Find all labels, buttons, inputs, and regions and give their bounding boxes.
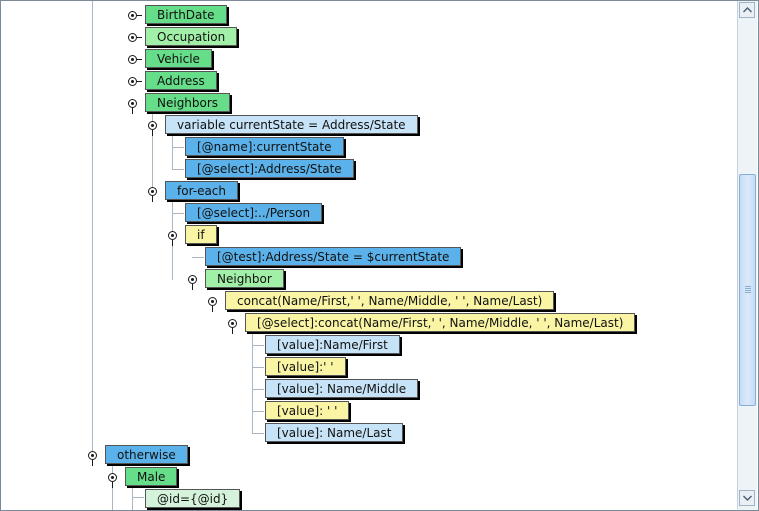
tree-connector [132, 497, 144, 498]
node-toggle-icon[interactable] [223, 313, 243, 335]
node-value-space[interactable]: [value]: ' ' [265, 401, 350, 420]
tree-connector [132, 486, 133, 511]
node-variable[interactable]: variable currentState = Address/State [165, 115, 418, 134]
node-neighbor[interactable]: Neighbor [205, 269, 284, 288]
arrow-down-icon[interactable] [739, 490, 755, 506]
node-toggle-icon[interactable] [143, 181, 163, 203]
node-id-attr[interactable]: @id={@id} [145, 489, 241, 508]
tree-connector [172, 134, 173, 170]
tree-connector [192, 257, 204, 258]
node-toggle-icon[interactable] [103, 467, 123, 489]
node-toggle-icon[interactable] [143, 115, 163, 137]
tree-connector [172, 213, 184, 214]
node-toggle-icon[interactable] [123, 49, 143, 71]
node-vehicle[interactable]: Vehicle [145, 49, 212, 68]
tree-connector [252, 367, 264, 368]
tree-connector [252, 411, 264, 412]
node-concat[interactable]: concat(Name/First,' ', Name/Middle, ' ',… [225, 291, 555, 310]
vertical-scrollbar[interactable] [737, 1, 757, 509]
node-if-test[interactable]: [@test]:Address/State = $currentState [205, 247, 462, 266]
node-if[interactable]: if [185, 225, 217, 244]
scrollbar-thumb[interactable] [739, 174, 756, 406]
node-toggle-icon[interactable] [163, 225, 183, 247]
tree-connector [172, 169, 184, 170]
node-concat-select[interactable]: [@select]:concat(Name/First,' ', Name/Mi… [245, 313, 636, 332]
node-toggle-icon[interactable] [123, 71, 143, 93]
tree-connector [252, 332, 253, 434]
node-value-first[interactable]: [value]:Name/First [265, 335, 400, 354]
node-occupation[interactable]: Occupation [145, 27, 238, 46]
node-value-space[interactable]: [value]:' ' [265, 357, 346, 376]
node-value-last[interactable]: [value]: Name/Last [265, 423, 404, 442]
node-birthdate[interactable]: BirthDate [145, 5, 227, 24]
tree-connector [92, 0, 93, 455]
tree-connector [252, 389, 264, 390]
node-var-select[interactable]: [@select]:Address/State [185, 159, 354, 178]
tree-connector [252, 345, 264, 346]
node-male[interactable]: Male [125, 467, 178, 486]
node-neighbors[interactable]: Neighbors [145, 93, 231, 112]
node-toggle-icon[interactable] [183, 269, 203, 291]
node-address[interactable]: Address [145, 71, 217, 90]
tree-connector [252, 433, 264, 434]
node-foreach-select[interactable]: [@select]:../Person [185, 203, 323, 222]
node-for-each[interactable]: for-each [165, 181, 239, 200]
node-var-name[interactable]: [@name]:currentState [185, 137, 344, 156]
node-toggle-icon[interactable] [123, 5, 143, 27]
tree-connector [152, 112, 153, 192]
node-toggle-icon[interactable] [83, 445, 103, 467]
node-toggle-icon[interactable] [123, 27, 143, 49]
tree-view[interactable]: BirthDate Occupation Vehicle Address Nei… [0, 0, 737, 511]
node-otherwise[interactable]: otherwise [105, 445, 188, 464]
arrow-up-icon[interactable] [739, 2, 755, 18]
tree-connector [172, 147, 184, 148]
node-value-middle[interactable]: [value]: Name/Middle [265, 379, 419, 398]
node-toggle-icon[interactable] [203, 291, 223, 313]
node-toggle-icon[interactable] [123, 93, 143, 115]
